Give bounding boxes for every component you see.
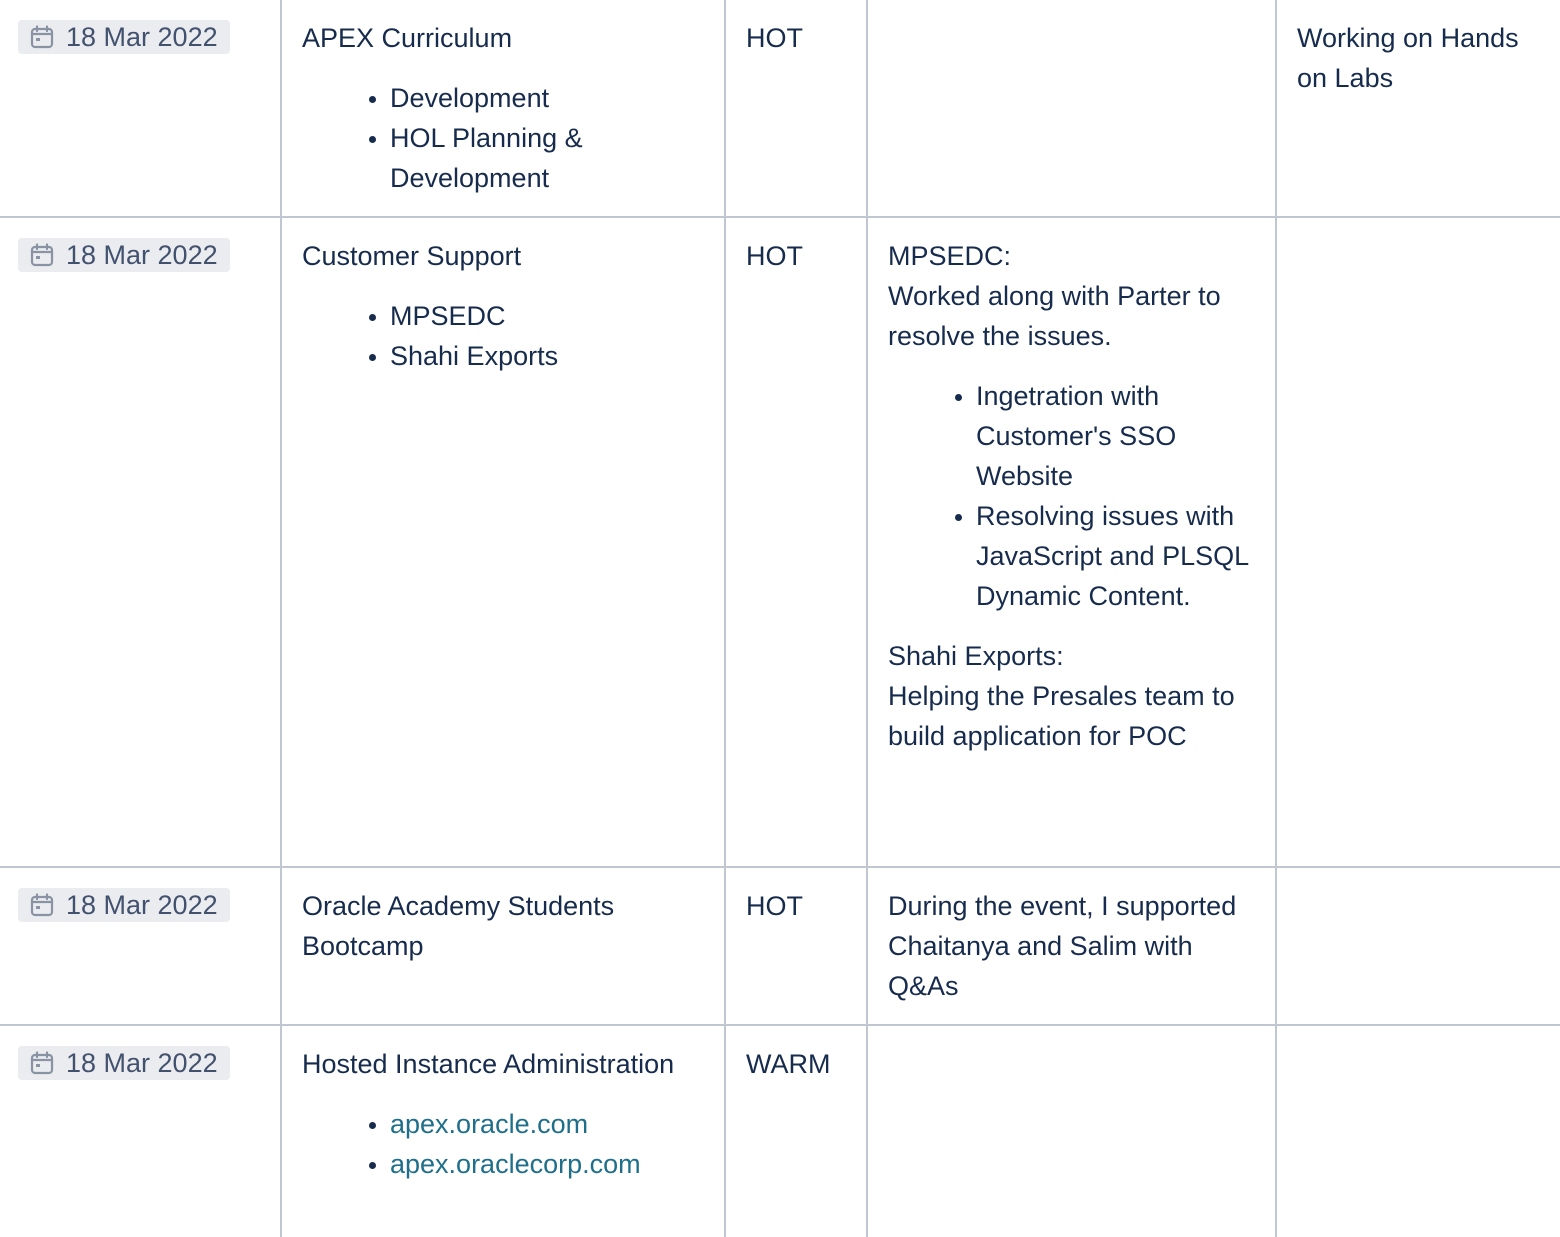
date-cell: 18 Mar 2022 [0, 216, 282, 868]
topic-cell: APEX Curriculum Development HOL Planning… [280, 0, 726, 218]
date-text: 18 Mar 2022 [66, 240, 218, 270]
apex-oraclecorp-link[interactable]: apex.oraclecorp.com [390, 1149, 641, 1179]
date-text: 18 Mar 2022 [66, 890, 218, 920]
notes-cell: MPSEDC: Worked along with Parter to reso… [866, 216, 1277, 868]
calendar-icon [30, 893, 54, 917]
priority-text: WARM [746, 1049, 831, 1079]
comment-cell: Working on Hands on Labs [1275, 0, 1560, 218]
calendar-icon [30, 243, 54, 267]
notes-cell [866, 1024, 1277, 1237]
notes-text: Helping the Presales team to build appli… [888, 681, 1235, 751]
list-item: Development [390, 78, 704, 118]
list-item: Resolving issues with JavaScript and PLS… [976, 496, 1255, 616]
priority-text: HOT [746, 891, 803, 921]
table-row: 18 Mar 2022 APEX Curriculum Development … [0, 0, 1560, 218]
comment-text: Working on Hands on Labs [1297, 23, 1519, 93]
priority-cell: HOT [724, 0, 868, 218]
topic-title: Hosted Instance Administration [302, 1049, 675, 1079]
table-row: 18 Mar 2022 Hosted Instance Administrati… [0, 1024, 1560, 1237]
list-item: Shahi Exports [390, 336, 704, 376]
comment-cell [1275, 1024, 1560, 1237]
list-item: apex.oraclecorp.com [390, 1144, 704, 1184]
date-lozenge[interactable]: 18 Mar 2022 [18, 20, 230, 54]
notes-heading: Shahi Exports: [888, 641, 1064, 671]
notes-text: During the event, I supported Chaitanya … [888, 891, 1237, 1001]
comment-cell [1275, 216, 1560, 868]
calendar-icon [30, 25, 54, 49]
notes-cell [866, 0, 1277, 218]
apex-oracle-link[interactable]: apex.oracle.com [390, 1109, 589, 1139]
date-text: 18 Mar 2022 [66, 22, 218, 52]
topic-title: Oracle Academy Students Bootcamp [302, 891, 615, 961]
topic-cell: Customer Support MPSEDC Shahi Exports [280, 216, 726, 868]
date-lozenge[interactable]: 18 Mar 2022 [18, 238, 230, 272]
topic-link-list: apex.oracle.com apex.oraclecorp.com [302, 1104, 704, 1184]
priority-cell: WARM [724, 1024, 868, 1237]
topic-list: Development HOL Planning & Development [302, 78, 704, 198]
notes-text: Worked along with Parter to resolve the … [888, 281, 1221, 351]
date-lozenge[interactable]: 18 Mar 2022 [18, 888, 230, 922]
notes-cell: During the event, I supported Chaitanya … [866, 866, 1277, 1026]
date-cell: 18 Mar 2022 [0, 1024, 282, 1237]
priority-text: HOT [746, 23, 803, 53]
comment-cell [1275, 866, 1560, 1026]
calendar-icon [30, 1051, 54, 1075]
topic-cell: Hosted Instance Administration apex.orac… [280, 1024, 726, 1237]
table-row: 18 Mar 2022 Customer Support MPSEDC Shah… [0, 216, 1560, 868]
priority-text: HOT [746, 241, 803, 271]
topic-title: APEX Curriculum [302, 23, 513, 53]
list-item: apex.oracle.com [390, 1104, 704, 1144]
priority-cell: HOT [724, 216, 868, 868]
date-cell: 18 Mar 2022 [0, 0, 282, 218]
list-item: MPSEDC [390, 296, 704, 336]
notes-list: Ingetration with Customer's SSO Website … [888, 376, 1255, 616]
topic-title: Customer Support [302, 241, 522, 271]
date-cell: 18 Mar 2022 [0, 866, 282, 1026]
topic-cell: Oracle Academy Students Bootcamp [280, 866, 726, 1026]
list-item: HOL Planning & Development [390, 118, 704, 198]
date-text: 18 Mar 2022 [66, 1048, 218, 1078]
priority-cell: HOT [724, 866, 868, 1026]
notes-heading: MPSEDC: [888, 241, 1012, 271]
topic-list: MPSEDC Shahi Exports [302, 296, 704, 376]
date-lozenge[interactable]: 18 Mar 2022 [18, 1046, 230, 1080]
table-row: 18 Mar 2022 Oracle Academy Students Boot… [0, 866, 1560, 1026]
list-item: Ingetration with Customer's SSO Website [976, 376, 1255, 496]
